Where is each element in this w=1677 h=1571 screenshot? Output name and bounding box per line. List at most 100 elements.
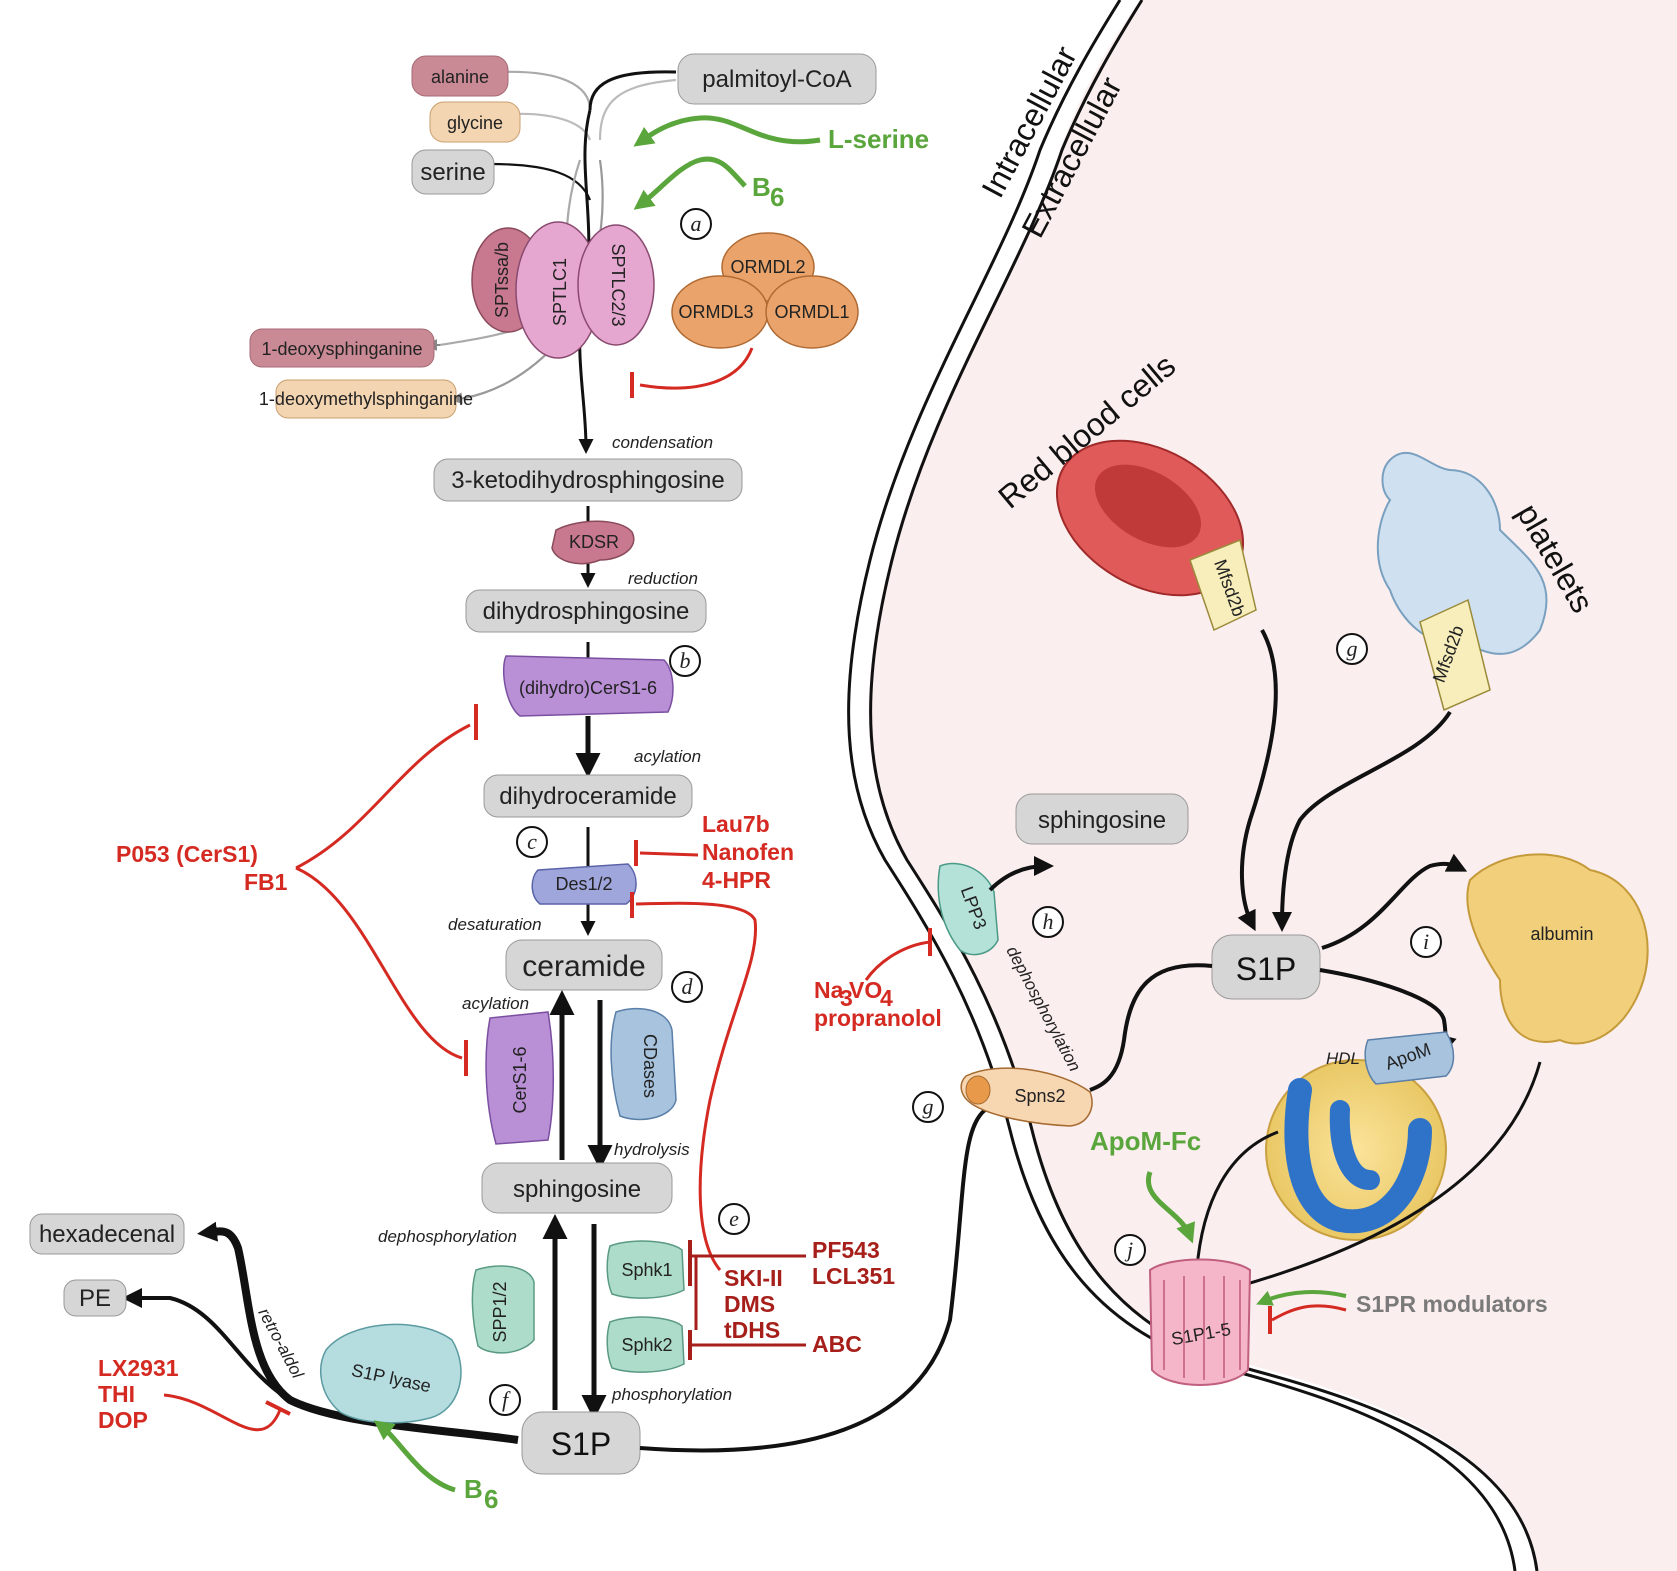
label-d: d <box>671 971 703 1003</box>
na-sub3: 3 <box>840 985 853 1011</box>
propranolol-label: propranolol <box>814 1005 942 1031</box>
sphingosine-text: sphingosine <box>513 1176 641 1203</box>
nanofen-label: Nanofen <box>702 839 794 865</box>
b6-top-label: B <box>752 172 771 202</box>
label-b: b <box>669 645 701 677</box>
cdases-text: CDases <box>640 1034 660 1098</box>
dihydroceramide-box: dihydroceramide <box>483 774 693 818</box>
s1p-ext-box: S1P <box>1211 934 1321 1000</box>
s1p-intra-box: S1P <box>521 1411 641 1475</box>
palmitoyl-text: palmitoyl-CoA <box>702 66 851 93</box>
ormdl3-text: ORMDL3 <box>678 302 753 322</box>
cers-low-text: CerS1-6 <box>510 1046 530 1113</box>
tdhs-label: tDHS <box>724 1317 780 1343</box>
label-c: c <box>516 826 548 858</box>
hexadecenal-box: hexadecenal <box>29 1213 185 1255</box>
svg-text:f: f <box>502 1387 511 1412</box>
serine-box: serine <box>411 149 495 195</box>
s1p-to-spns2-line <box>639 1108 987 1453</box>
vo-label: VO <box>849 977 882 1003</box>
na-label: Na <box>814 977 844 1003</box>
modulators-inhibition <box>1271 1304 1347 1322</box>
svg-text:j: j <box>1124 1237 1133 1262</box>
cers-low-inhibition <box>295 866 463 1060</box>
lserine-arrow <box>633 115 821 147</box>
extracellular-space <box>868 0 1677 1571</box>
reduction-label: reduction <box>628 569 698 588</box>
retro-path-hexadecenal <box>213 1227 519 1444</box>
sphk1-enzyme: Sphk1 <box>606 1240 685 1299</box>
sphk1-text: Sphk1 <box>621 1260 672 1280</box>
label-f: f <box>489 1384 521 1416</box>
lcl351-label: LCL351 <box>812 1263 895 1289</box>
spp-text: SPP1/2 <box>490 1281 510 1342</box>
s1p-lyase-enzyme: S1P lyase <box>319 1323 462 1424</box>
arrow-hexadecenal <box>197 1221 219 1242</box>
dihydrosphingosine-box: dihydrosphingosine <box>465 589 707 633</box>
ormdl-complex: ORMDL2 ORMDL3 ORMDL1 <box>671 232 859 349</box>
keto-box: 3-ketodihydrosphingosine <box>433 458 743 502</box>
svg-text:a: a <box>691 211 702 236</box>
desaturation-label: desaturation <box>448 915 542 934</box>
b6-bottom-label: B <box>464 1474 483 1504</box>
platelet-to-s1p <box>1272 710 1452 932</box>
lyase-inhibit-bar <box>265 1400 291 1416</box>
acylation2-label: acylation <box>462 994 529 1013</box>
svg-text:d: d <box>682 974 694 999</box>
hdl-text: HDL <box>1326 1049 1360 1068</box>
dms-label: DMS <box>724 1291 775 1317</box>
pe-box: PE <box>63 1279 127 1317</box>
spt-complex: SPTssa/b SPTLC1 SPTLC2/3 <box>471 221 655 359</box>
phosphorylation-label: phosphorylation <box>611 1385 732 1404</box>
spns2-text: Spns2 <box>1014 1086 1065 1106</box>
label-a: a <box>680 208 712 240</box>
dop-label: DOP <box>98 1407 148 1433</box>
sphingosine-box: sphingosine <box>481 1162 673 1214</box>
spns2-transporter: Spns2 <box>960 1067 1093 1127</box>
s1p-intra-text: S1P <box>551 1426 611 1462</box>
ceramide-text: ceramide <box>522 950 645 983</box>
spp-enzyme: SPP1/2 <box>471 1265 535 1354</box>
acylation1-label: acylation <box>634 747 701 766</box>
alanine-box: alanine <box>411 55 509 97</box>
hpr-label: 4-HPR <box>702 867 771 893</box>
s1p-to-albumin <box>1321 853 1468 950</box>
label-e: e <box>718 1203 750 1235</box>
thi-label: THI <box>98 1381 135 1407</box>
s1p-ext-text: S1P <box>1236 951 1296 987</box>
albumin-to-receptor <box>1234 1061 1542 1291</box>
b6-top-sub: 6 <box>770 182 784 212</box>
dephos1-label: dephosphorylation <box>378 1227 517 1246</box>
kdsr-enzyme: KDSR <box>551 520 635 565</box>
hdl-particle <box>1265 1059 1447 1241</box>
svg-text:e: e <box>729 1206 739 1231</box>
abc-label: ABC <box>812 1331 862 1357</box>
fb1-label: FB1 <box>244 869 288 895</box>
platelet <box>1376 451 1548 655</box>
sptlc1-text: SPTLC1 <box>550 258 570 326</box>
apom-protein: ApoM <box>1364 1031 1455 1085</box>
des-inhibition-2 <box>635 901 758 1271</box>
ski-label: SKI-II <box>724 1265 783 1291</box>
sph-ext-text: sphingosine <box>1038 807 1166 834</box>
sptlc23-text: SPTLC2/3 <box>608 243 628 326</box>
label-g1: g <box>912 1091 944 1123</box>
arrow-deoxy2 <box>450 392 466 405</box>
des-enzyme: Des1/2 <box>531 863 637 905</box>
svg-text:g: g <box>923 1094 934 1119</box>
dihydrocer-text: dihydroceramide <box>499 783 676 810</box>
arrow-pe <box>122 1288 292 1402</box>
spns2-to-s1p-line <box>1089 963 1213 1092</box>
lpp3-phosphatase: LPP3 <box>937 862 999 956</box>
hdl-to-receptor <box>1188 1130 1279 1288</box>
svg-text:i: i <box>1423 929 1429 954</box>
b6-bottom-sub: 6 <box>484 1484 498 1514</box>
lpp3-inhibition <box>864 940 931 981</box>
lserine-label: L-serine <box>828 124 929 154</box>
cdases-enzyme: CDases <box>610 1007 677 1121</box>
mfsd2b-rbc: Mfsd2b <box>1189 538 1257 632</box>
svg-text:c: c <box>527 829 537 854</box>
alanine-text: alanine <box>431 67 489 87</box>
ceramide-box: ceramide <box>505 939 663 991</box>
